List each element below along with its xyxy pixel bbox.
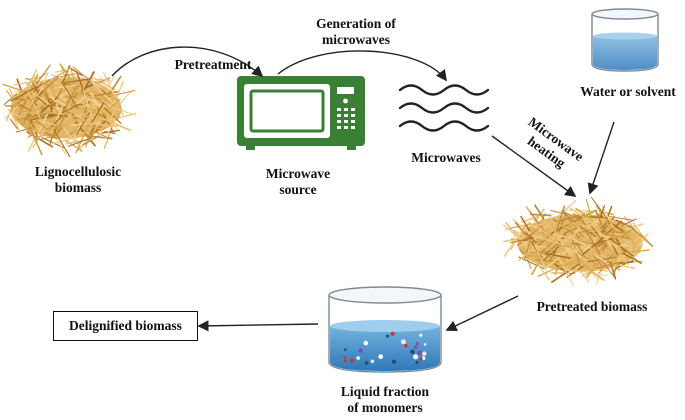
water-beaker-icon: [591, 8, 659, 72]
arrow-water-to-pretreated: [587, 121, 615, 195]
arrow-microwave-to-waves: [277, 50, 448, 82]
water-or-solvent-label: Water or solvent: [580, 84, 676, 99]
pretreated-biomass-label: Pretreated biomass: [536, 299, 648, 314]
monomer-particles: [343, 331, 427, 365]
lignocellulosic-biomass-icon: [2, 63, 137, 158]
arrow-pretreated-to-liquid: [445, 295, 519, 331]
pretreated-biomass-icon: [502, 196, 654, 287]
microwave-waves-icon: [398, 84, 490, 132]
microwave-oven-icon: [237, 76, 365, 150]
liquid-beaker-icon: [328, 286, 442, 373]
arrow-biomass-to-microwave: [111, 46, 264, 78]
pretreatment-label: Pretreatment: [174, 57, 252, 72]
microwaves-label: Microwaves: [411, 150, 481, 165]
delignified-biomass-box: Delignified biomass: [53, 311, 198, 341]
lignocellulosic-biomass-label: Lignocellulosic biomass: [34, 164, 122, 195]
microwave-source-label: Microwave source: [265, 166, 331, 197]
flow-arrows: [111, 46, 615, 332]
arrow-liquid-to-delignified: [197, 320, 319, 332]
liquid-fraction-label: Liquid fraction of monomers: [340, 384, 430, 415]
arrow-waves-to-pretreated: [491, 135, 577, 197]
generation-of-microwaves-label: Generation of microwaves: [316, 16, 396, 47]
